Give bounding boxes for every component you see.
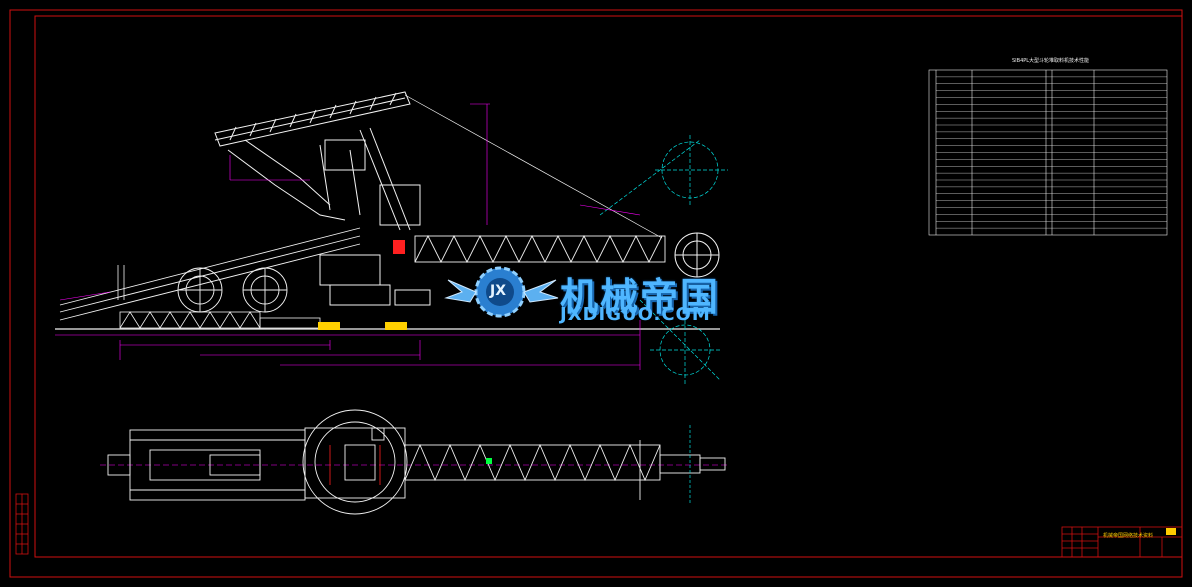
watermark-logo [444,266,559,318]
spec-table-title: SIB4PL大型斗轮堆取料机技术性能 [1012,58,1090,64]
dimension-lines [59,103,641,370]
inner-frame [34,15,1183,558]
side-elevation [55,91,728,385]
title-block-stamp [1166,528,1176,535]
yellow-bogies [318,322,407,330]
tail-conveyor [59,227,361,321]
watermark-logo-text: JX [490,283,507,299]
bucket-wheel [674,232,720,278]
upper-boom [214,91,411,147]
tripper-wheels [177,267,288,313]
title-block [1061,526,1183,558]
bucket-wheel-boom [414,234,666,264]
tower-frame [227,127,431,306]
luffing-rope [404,94,663,239]
watermark-url: JXDIGUO.COM [560,304,711,325]
title-block-label: 机械帝国网络技术资料 [1103,533,1154,539]
watermark-brand: 机械帝国 [560,275,721,319]
lower-truss [119,311,321,329]
wheel-centerlines [599,135,728,385]
left-strip [15,493,29,555]
red-cab [393,240,405,254]
right-wing-icon [523,279,559,303]
left-wing-icon [444,279,477,303]
plan-view [100,409,730,515]
spec-table-rows [936,76,1167,229]
